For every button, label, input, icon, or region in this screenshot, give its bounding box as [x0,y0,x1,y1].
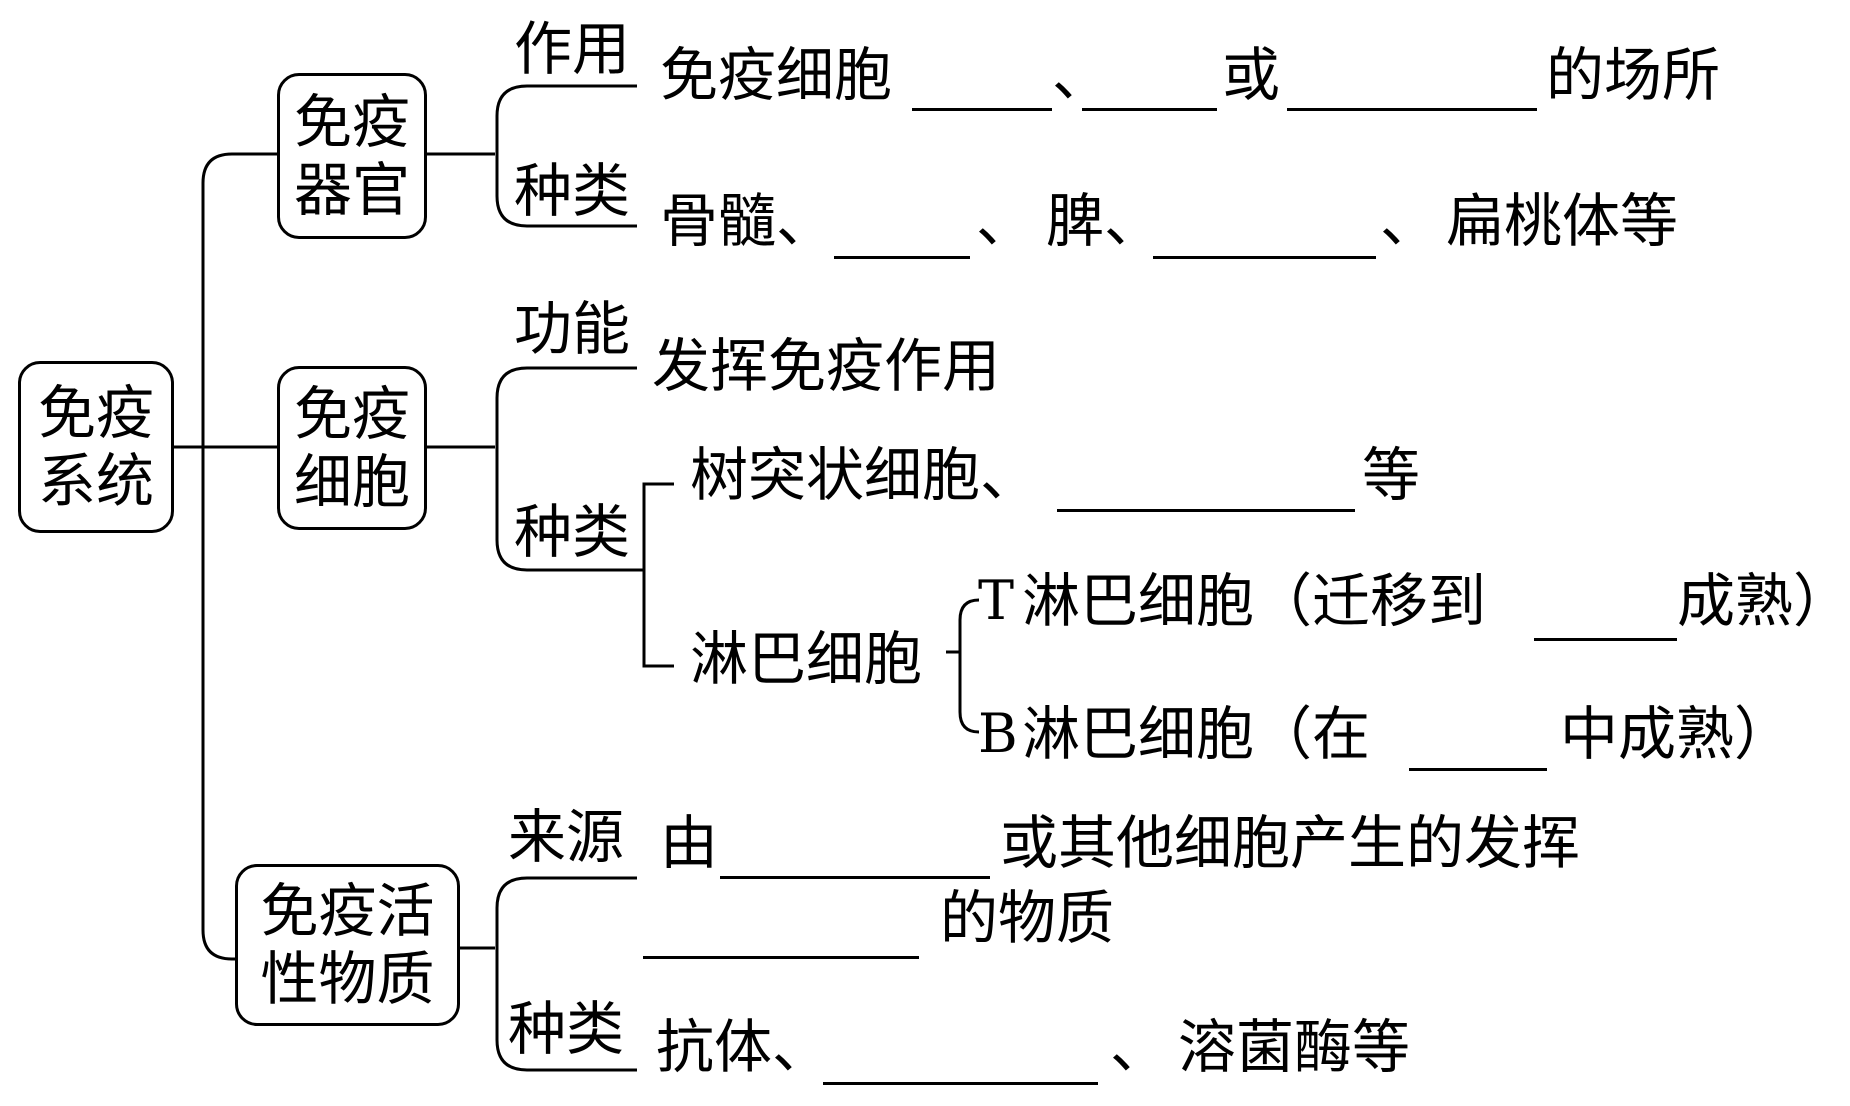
organs-blank-1 [912,108,1052,111]
organs-role-text-a: 免疫细胞 [660,41,893,109]
substances-kind-text-a: 抗体、 [656,1013,831,1081]
organs-role-or: 或 [1222,41,1281,109]
organs-kind-label: 种类 [514,157,631,225]
connector-substances-bracket [495,876,637,1072]
connector-cell-kinds-bracket [642,482,674,668]
cells-b-prefix: B [978,702,1018,765]
substances-kind-text-b: 溶菌酶等 [1178,1013,1411,1081]
organs-role-text-b: 的场所 [1546,41,1721,109]
organs-blank-3 [1287,108,1537,111]
substances-node: 免疫活 性物质 [235,864,460,1026]
cells-t-prefix: T [978,569,1015,632]
substances-line1: 免疫活 [260,877,435,945]
cells-lymph-label: 淋巴细胞 [690,625,923,693]
substances-blank-3 [823,1082,1098,1085]
cells-dendritic-text: 树突状细胞、 [690,441,1039,509]
organs-blank-5 [1153,256,1376,259]
cells-kind-label: 种类 [514,498,631,566]
organs-kind-sep-2: 、 [1380,187,1439,255]
organs-role-label: 作用 [514,15,631,83]
cells-blank-3 [1409,768,1547,771]
substances-source-text-c: 的物质 [940,884,1115,952]
organs-line2: 器官 [293,156,410,224]
connector-organs-bracket [495,84,637,228]
substances-source-text-b: 或其他细胞产生的发挥 [1000,809,1581,877]
cells-t-text: 淋巴细胞（迁移到 [1022,567,1487,635]
organs-kind-text-a: 骨髓、 [660,187,835,255]
substances-blank-1 [720,876,990,879]
substances-source-label: 来源 [508,803,625,871]
cells-node: 免疫 细胞 [277,366,427,530]
cells-line2: 细胞 [293,448,410,516]
root-line2: 系统 [37,447,154,515]
organs-kind-text-c: 扁桃体等 [1446,187,1679,255]
cells-t-suffix: 成熟） [1677,567,1850,635]
connector-lymph-bracket [958,598,980,734]
cells-b-text: 淋巴细胞（在 [1022,700,1371,768]
substances-kind-label: 种类 [508,995,625,1063]
substances-line2: 性物质 [260,945,435,1013]
organs-blank-4 [834,256,970,259]
organs-kind-sep-1: 、 [976,187,1035,255]
cells-line1: 免疫 [293,380,410,448]
connector-cells-bracket [495,366,637,572]
organs-line1: 免疫 [293,88,410,156]
organs-node: 免疫 器官 [277,73,427,239]
cells-function-text: 发挥免疫作用 [652,332,1001,400]
substances-blank-2 [643,956,919,959]
organs-blank-2 [1082,108,1217,111]
organs-kind-text-b: 脾、 [1046,187,1163,255]
root-line1: 免疫 [37,379,154,447]
cells-blank-1 [1057,509,1355,512]
cells-blank-2 [1534,638,1677,641]
connector-level1-trunk [201,152,235,961]
organs-role-sep-1: 、 [1052,41,1111,109]
cells-b-suffix: 中成熟） [1560,700,1793,768]
cells-function-label: 功能 [514,295,631,363]
cells-dendritic-suffix: 等 [1362,441,1421,509]
substances-source-text-a: 由 [660,809,719,877]
substances-kind-sep: 、 [1110,1013,1169,1081]
root-node: 免疫 系统 [18,361,174,533]
